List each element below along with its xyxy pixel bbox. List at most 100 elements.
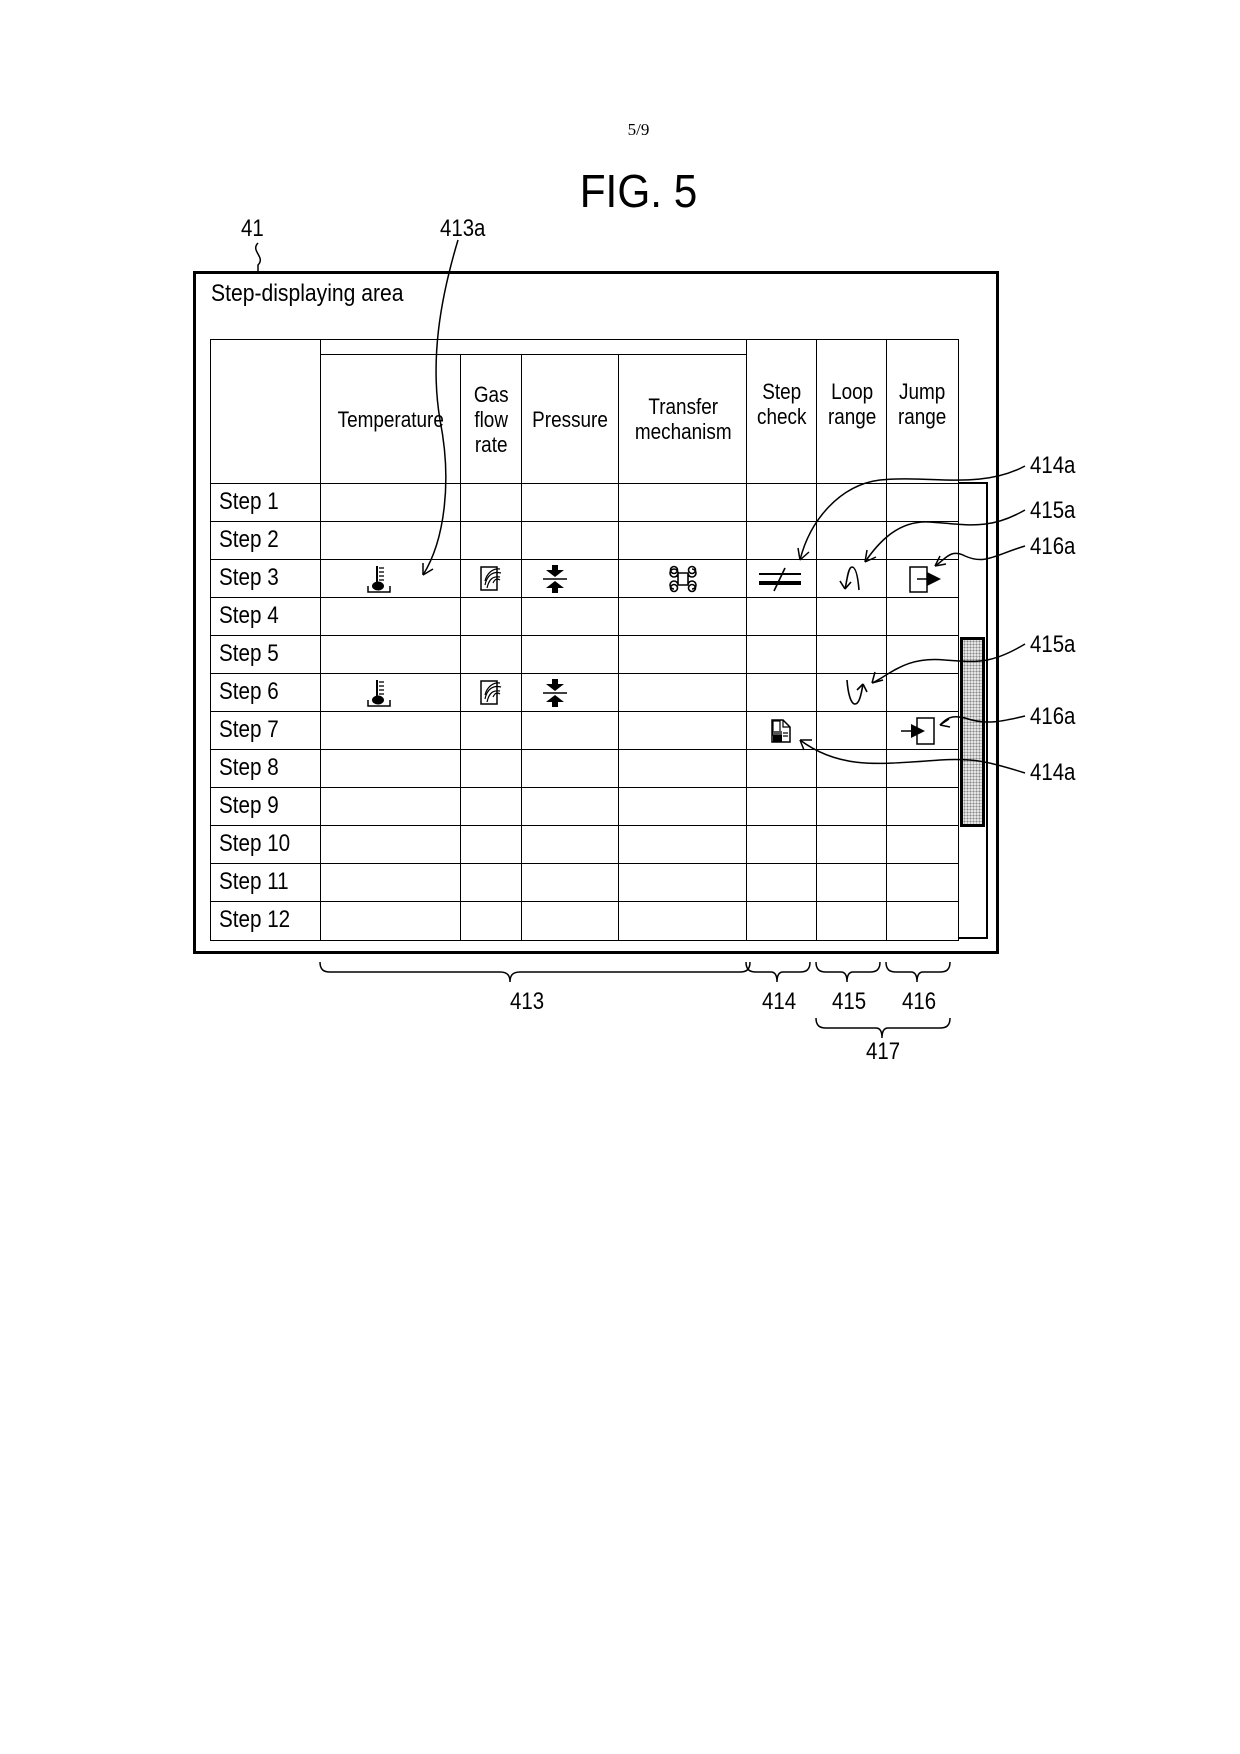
step-label-cell[interactable]: Step 11	[210, 863, 322, 903]
jump-out-icon[interactable]	[907, 564, 945, 599]
cell-temperature[interactable]	[320, 635, 462, 675]
cell-pressure[interactable]	[521, 559, 620, 599]
step-label-cell[interactable]: Step 8	[210, 749, 322, 789]
cell-pressure[interactable]	[521, 901, 620, 941]
cell-jump[interactable]	[886, 559, 959, 599]
jump-in-icon[interactable]	[899, 715, 937, 752]
cell-temperature[interactable]	[320, 559, 462, 599]
cell-step_check[interactable]	[746, 635, 818, 675]
table-row[interactable]: Step 10	[210, 825, 959, 865]
step-label-cell[interactable]: Step 7	[210, 711, 322, 751]
cell-pressure[interactable]	[521, 635, 620, 675]
cell-gas[interactable]	[460, 825, 523, 865]
cell-step_check[interactable]	[746, 825, 818, 865]
cell-temperature[interactable]	[320, 483, 462, 523]
cell-gas[interactable]	[460, 597, 523, 637]
cell-gas[interactable]	[460, 787, 523, 827]
table-row[interactable]: Step 11	[210, 863, 959, 903]
cell-gas[interactable]	[460, 673, 523, 713]
gas-flow-icon[interactable]	[479, 565, 503, 598]
cell-step_check[interactable]	[746, 787, 818, 827]
cell-pressure[interactable]	[521, 711, 620, 751]
loop-end-icon[interactable]	[843, 676, 871, 713]
cell-jump[interactable]	[886, 673, 959, 713]
cell-step_check[interactable]	[746, 483, 818, 523]
column-header-step_check[interactable]: Step check	[746, 339, 818, 485]
cell-step_check[interactable]	[746, 901, 818, 941]
step-label-cell[interactable]: Step 10	[210, 825, 322, 865]
table-row[interactable]: Step 3	[210, 559, 959, 599]
cell-pressure[interactable]	[521, 787, 620, 827]
step-label-cell[interactable]: Step 4	[210, 597, 322, 637]
table-row[interactable]: Step 2	[210, 521, 959, 561]
cell-jump[interactable]	[886, 749, 959, 789]
cell-pressure[interactable]	[521, 749, 620, 789]
column-header-loop[interactable]: Loop range	[816, 339, 888, 485]
step-label-cell[interactable]: Step 9	[210, 787, 322, 827]
cell-loop[interactable]	[816, 483, 888, 523]
cell-loop[interactable]	[816, 863, 888, 903]
column-header-transfer[interactable]: Transfer mechanism	[618, 354, 748, 485]
column-header-jump[interactable]: Jump range	[886, 339, 959, 485]
cell-transfer[interactable]	[618, 521, 748, 561]
table-row[interactable]: Step 8	[210, 749, 959, 789]
cell-gas[interactable]	[460, 711, 523, 751]
cell-jump[interactable]	[886, 521, 959, 561]
cell-transfer[interactable]	[618, 711, 748, 751]
cell-gas[interactable]	[460, 901, 523, 941]
table-row[interactable]: Step 5	[210, 635, 959, 675]
cell-temperature[interactable]	[320, 787, 462, 827]
cell-transfer[interactable]	[618, 863, 748, 903]
step-label-cell[interactable]: Step 5	[210, 635, 322, 675]
table-row[interactable]: Step 7	[210, 711, 959, 751]
cell-step_check[interactable]	[746, 863, 818, 903]
command-key-icon[interactable]	[668, 565, 698, 598]
cell-gas[interactable]	[460, 635, 523, 675]
cell-jump[interactable]	[886, 635, 959, 675]
cell-loop[interactable]	[816, 825, 888, 865]
cell-pressure[interactable]	[521, 521, 620, 561]
cell-gas[interactable]	[460, 521, 523, 561]
cell-pressure[interactable]	[521, 597, 620, 637]
cell-transfer[interactable]	[618, 749, 748, 789]
cell-jump[interactable]	[886, 901, 959, 941]
cell-transfer[interactable]	[618, 787, 748, 827]
cell-loop[interactable]	[816, 711, 888, 751]
pressure-icon[interactable]	[541, 678, 569, 713]
cell-pressure[interactable]	[521, 863, 620, 903]
cell-temperature[interactable]	[320, 711, 462, 751]
step-label-cell[interactable]: Step 2	[210, 521, 322, 561]
cell-transfer[interactable]	[618, 901, 748, 941]
table-row[interactable]: Step 4	[210, 597, 959, 637]
table-row[interactable]: Step 6	[210, 673, 959, 713]
cell-step_check[interactable]	[746, 749, 818, 789]
not-equal-icon[interactable]	[757, 564, 803, 599]
thermometer-icon[interactable]	[366, 564, 392, 599]
column-header-pressure[interactable]: Pressure	[521, 354, 620, 485]
table-row[interactable]: Step 1	[210, 483, 959, 523]
cell-loop[interactable]	[816, 597, 888, 637]
cell-temperature[interactable]	[320, 825, 462, 865]
cell-transfer[interactable]	[618, 597, 748, 637]
cell-jump[interactable]	[886, 483, 959, 523]
cell-temperature[interactable]	[320, 521, 462, 561]
cell-loop[interactable]	[816, 749, 888, 789]
cell-jump[interactable]	[886, 863, 959, 903]
table-row[interactable]: Step 12	[210, 901, 959, 941]
cell-jump[interactable]	[886, 825, 959, 865]
cell-pressure[interactable]	[521, 825, 620, 865]
column-header-gas[interactable]: Gas flow rate	[460, 354, 523, 485]
cell-temperature[interactable]	[320, 673, 462, 713]
cell-jump[interactable]	[886, 597, 959, 637]
step-label-cell[interactable]: Step 12	[210, 901, 322, 941]
cell-temperature[interactable]	[320, 901, 462, 941]
cell-gas[interactable]	[460, 749, 523, 789]
cell-gas[interactable]	[460, 483, 523, 523]
step-label-cell[interactable]: Step 1	[210, 483, 322, 523]
cell-step_check[interactable]	[746, 521, 818, 561]
cell-loop[interactable]	[816, 635, 888, 675]
cell-transfer[interactable]	[618, 559, 748, 599]
cell-loop[interactable]	[816, 901, 888, 941]
cell-jump[interactable]	[886, 711, 959, 751]
cell-pressure[interactable]	[521, 673, 620, 713]
